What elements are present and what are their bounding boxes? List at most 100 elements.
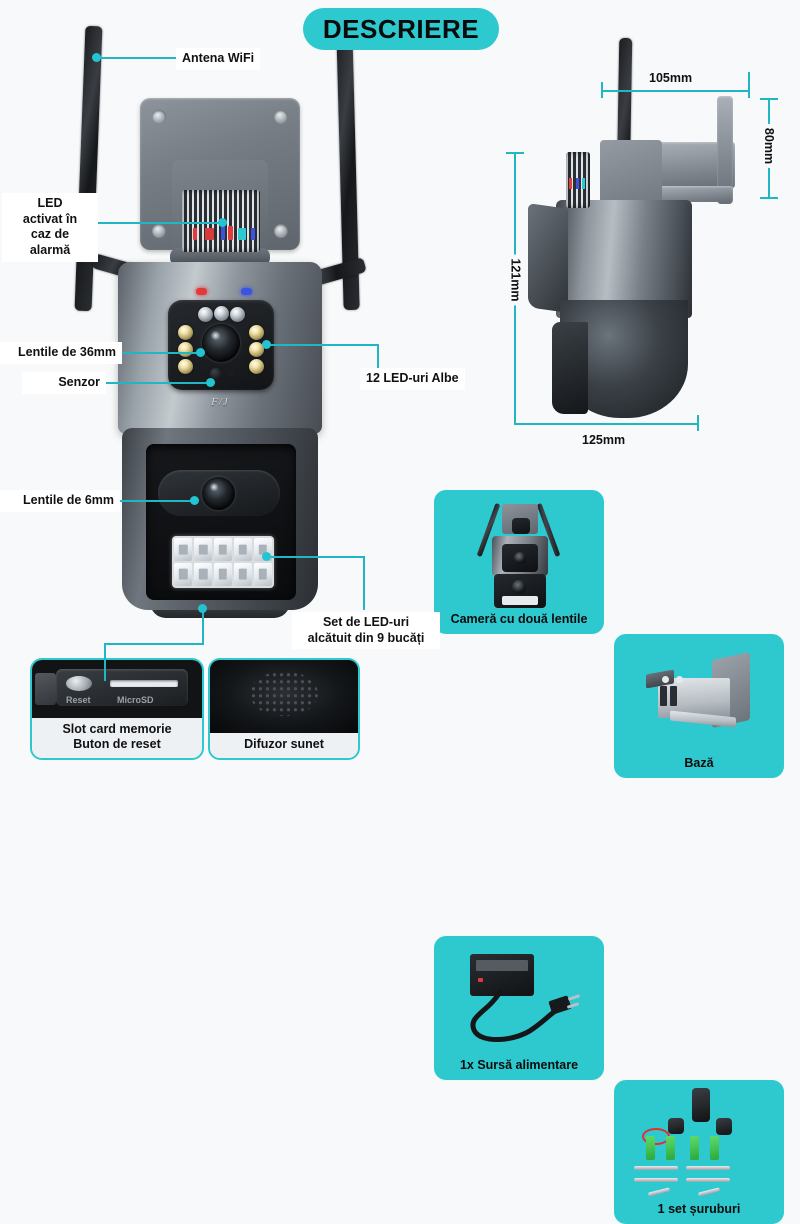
infographic-canvas: DESCRIERE F/J — [0, 0, 800, 800]
led-left-1 — [178, 325, 193, 340]
bracket-hole-1 — [662, 676, 669, 683]
speaker-arc — [323, 660, 350, 733]
alarm-rgb-cyan — [238, 228, 246, 240]
detail-card-speaker[interactable]: Difuzor sunet — [208, 658, 360, 760]
alarm-rgb-red — [193, 228, 197, 240]
camera-neck — [170, 248, 270, 266]
waterproof-cap-tall — [692, 1088, 710, 1122]
dim-label-121: 121mm — [507, 254, 524, 306]
led-right-3 — [249, 359, 264, 374]
led-cell — [193, 538, 213, 562]
led-left-2 — [178, 342, 193, 357]
accessory-caption-screws: 1 set șuruburi — [657, 1202, 741, 1216]
leader-led-set — [268, 556, 364, 558]
side-camera-body — [556, 200, 692, 318]
accessory-caption-psu: 1x Sursă alimentare — [459, 1058, 579, 1072]
callout-white-leds: 12 LED-uri Albe — [360, 368, 465, 390]
alarm-rgb-red-3 — [228, 226, 233, 240]
accessory-card-psu[interactable]: 1x Sursă alimentare — [434, 936, 604, 1080]
leader-sd-v1 — [202, 610, 204, 644]
accessory-art-psu — [434, 936, 604, 1056]
accessory-card-camera[interactable]: Cameră cu două lentile — [434, 490, 604, 634]
waterproof-cap-2 — [716, 1118, 732, 1135]
callout-dot-alarm-led — [218, 218, 227, 227]
bracket-slot-1 — [660, 686, 667, 706]
mini-lens-lower — [512, 580, 526, 594]
callout-led-set: Set de LED-uri alcătuit din 9 bucăți — [292, 612, 440, 650]
side-dome-detail — [552, 322, 588, 414]
indicator-led-blue — [241, 288, 252, 295]
microsd-slot-icon — [110, 679, 179, 687]
waterproof-cap-1 — [668, 1118, 684, 1134]
callout-lens-6mm: Lentile de 6mm — [0, 490, 120, 512]
dim-tick-80-top — [760, 98, 778, 100]
screw-long-2 — [686, 1166, 730, 1170]
led-top-2 — [214, 306, 229, 321]
bracket-slot-2 — [670, 686, 677, 706]
accessory-card-screws[interactable]: 1 set șuruburi — [614, 1080, 784, 1224]
wall-anchor-4 — [710, 1136, 719, 1160]
dim-tick-125-right — [697, 415, 699, 431]
side-alarm-rgb-blue — [576, 178, 579, 189]
brand-mark: F/J — [211, 396, 229, 408]
led-cell — [213, 538, 233, 562]
screw-short-1 — [647, 1187, 671, 1197]
page-title-banner: DESCRIERE — [303, 8, 499, 50]
sd-slot-photo: Reset MicroSD — [32, 660, 202, 718]
detail-card-sd-slot[interactable]: Reset MicroSD Slot card memorie Buton de… — [30, 658, 204, 760]
alarm-rgb-blue-2 — [251, 228, 255, 240]
led-top-1 — [198, 307, 213, 322]
callout-antenna: Antena WiFi — [176, 48, 261, 70]
mini-led-row — [502, 596, 538, 605]
light-sensor — [210, 368, 221, 379]
accessory-art-bracket — [614, 634, 784, 754]
side-bracket-lower — [655, 186, 733, 202]
led-right-1 — [249, 325, 264, 340]
wall-anchor-2 — [666, 1136, 675, 1160]
page-title: DESCRIERE — [322, 13, 480, 44]
callout-sensor: Senzor — [22, 372, 106, 394]
led-cell — [213, 562, 233, 586]
rubber-flap — [35, 672, 56, 706]
side-camera-hood — [528, 203, 568, 313]
detail-caption-sd: Slot card memorie Buton de reset — [32, 717, 202, 758]
led-cell — [174, 562, 193, 586]
dim-label-105: 105mm — [645, 70, 697, 86]
callout-dot-white-leds — [262, 340, 271, 349]
leader-lens-36mm — [96, 352, 200, 354]
led-right-2 — [249, 342, 264, 357]
screw-long-1 — [634, 1166, 678, 1170]
detail-caption-speaker: Difuzor sunet — [210, 733, 358, 758]
lens-6mm — [202, 477, 235, 510]
leader-white-leds-h — [268, 344, 378, 346]
dim-line-105 — [601, 90, 749, 92]
screw-short-2 — [697, 1187, 721, 1197]
screw-long-4 — [686, 1178, 730, 1182]
psu-led — [478, 978, 483, 982]
callout-dot-led-set — [262, 552, 271, 561]
callout-dot-sd-slot — [198, 604, 207, 613]
accessory-card-bracket[interactable]: Bază — [614, 634, 784, 778]
dim-tick-105-left — [601, 82, 603, 98]
dim-tick-121-top — [506, 152, 524, 154]
microsd-text: MicroSD — [117, 694, 154, 705]
side-alarm-rgb-red — [569, 178, 572, 189]
leader-white-leds-v — [377, 344, 379, 370]
callout-lens-36mm: Lentile de 36mm — [0, 342, 122, 364]
led-cell — [174, 538, 193, 562]
led-cell — [233, 562, 253, 586]
leader-sd-v2 — [104, 643, 106, 681]
side-bracket-wall — [717, 96, 733, 204]
lens-glint — [210, 331, 221, 340]
dim-line-125 — [525, 423, 698, 425]
leader-lens-6mm — [96, 500, 194, 502]
callout-dot-lens-36mm — [196, 348, 205, 357]
lower-lens-glint — [209, 483, 219, 491]
dim-tick-80-bottom — [760, 197, 778, 199]
mic-hole — [228, 370, 234, 376]
reset-button-icon — [66, 676, 92, 692]
lens-36mm — [202, 324, 240, 362]
reset-text: Reset — [66, 694, 91, 705]
accessory-art-screws — [614, 1080, 784, 1200]
lower-lens-plate — [158, 470, 280, 516]
